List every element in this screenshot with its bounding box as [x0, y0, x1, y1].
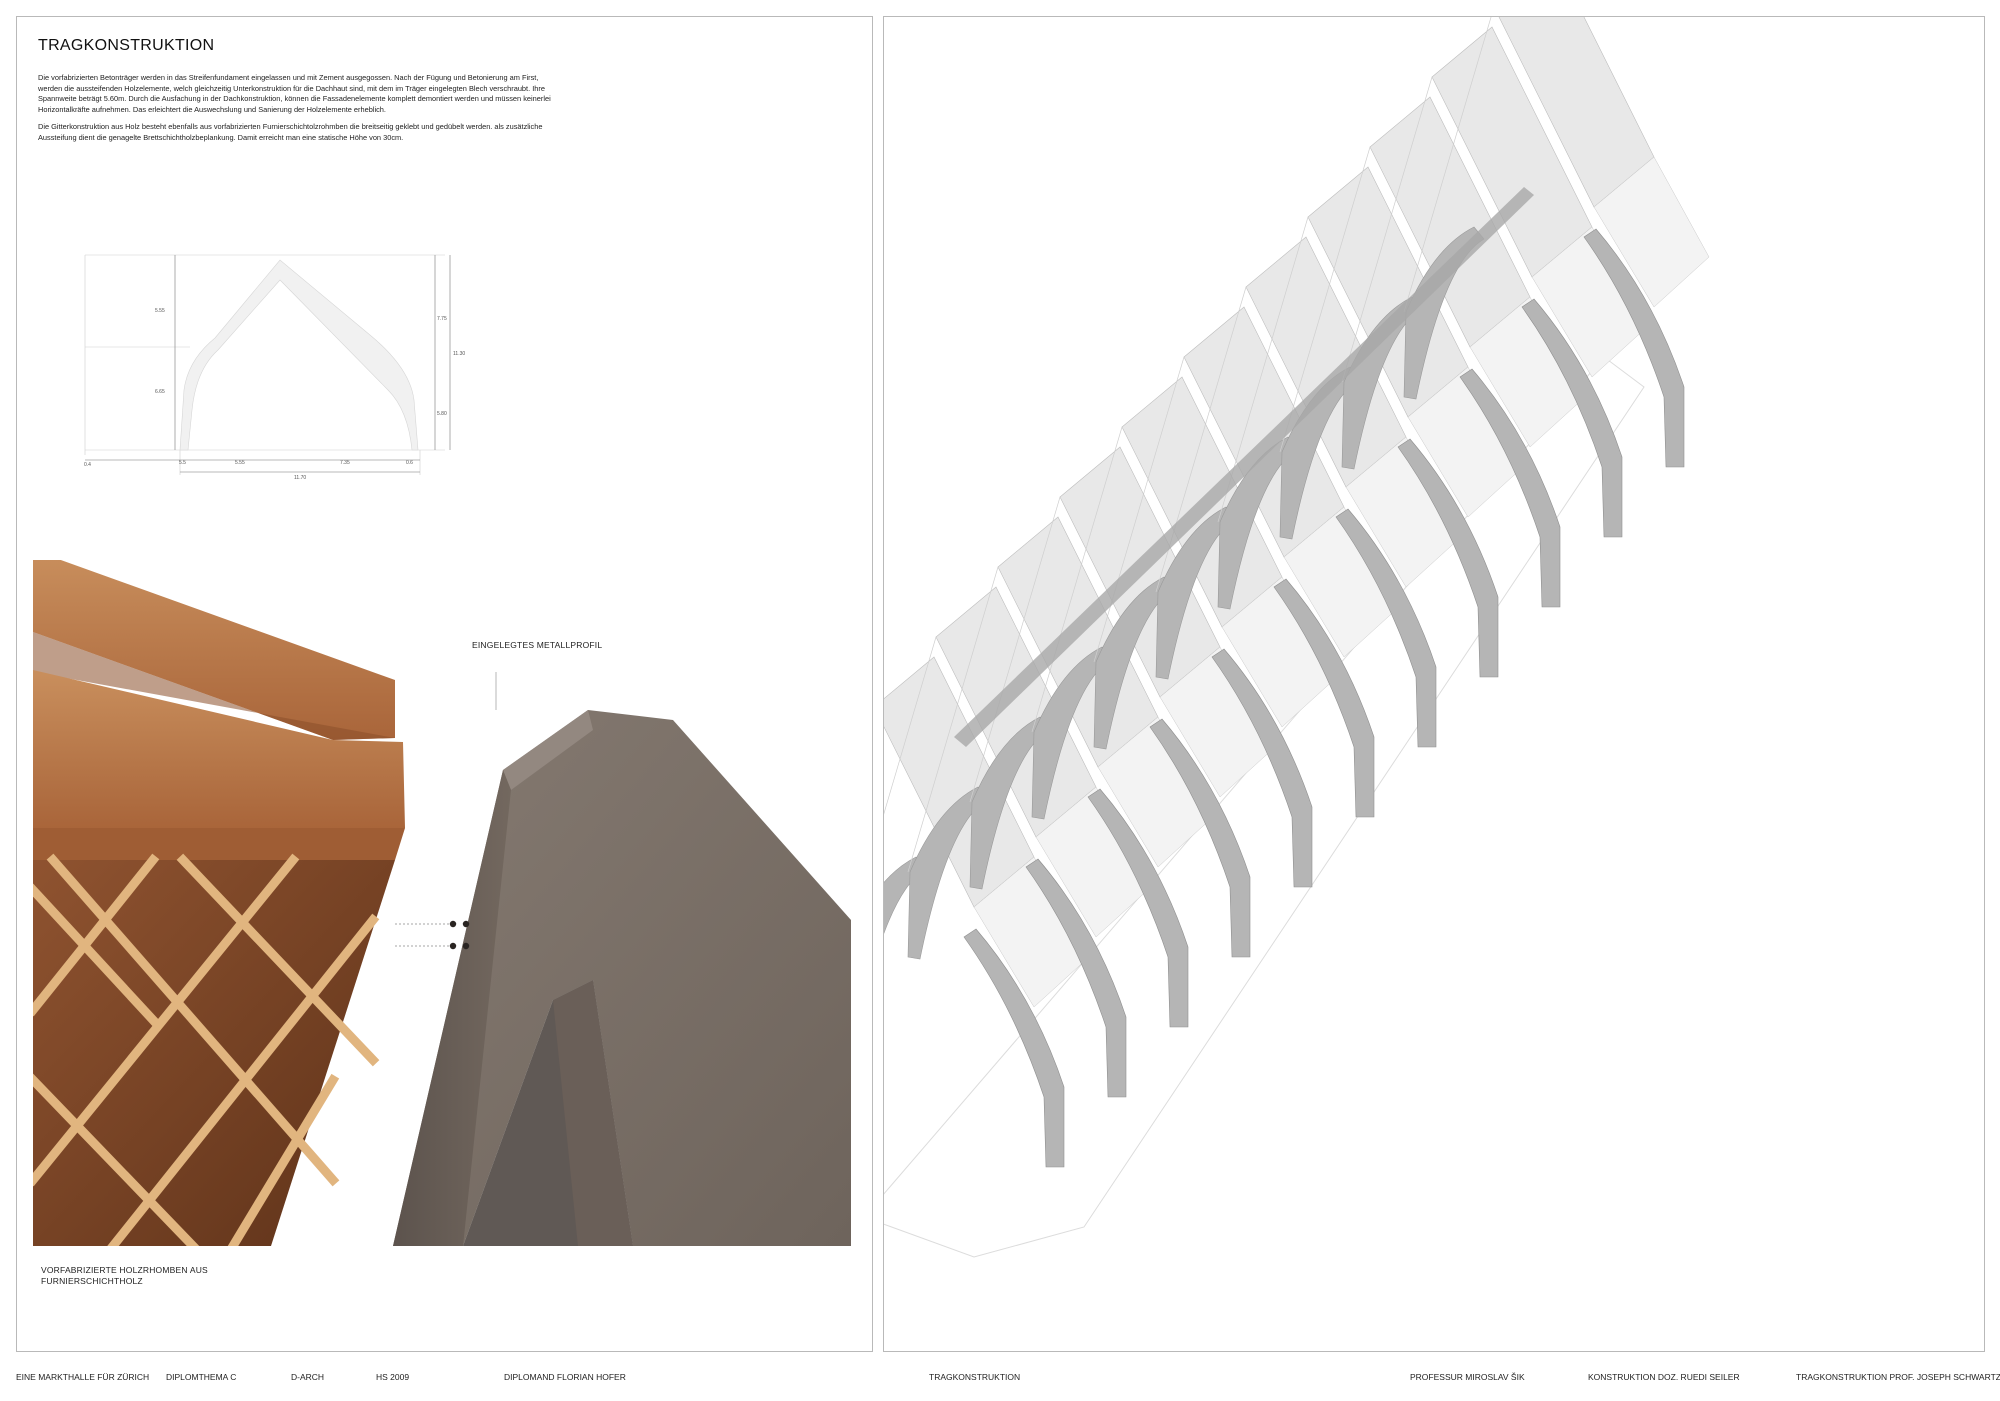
dim-right-lower: 5.80: [437, 411, 447, 417]
axonometric-frames: [884, 17, 1710, 1258]
frame-right-rib: [1397, 438, 1499, 678]
bolt-group: [449, 920, 470, 950]
frame-right-rib: [963, 928, 1065, 1168]
wood-lattice: [33, 860, 395, 1246]
callout-wood-line-2: FURNIERSCHICHTHOLZ: [41, 1276, 143, 1286]
frame-gable-line: [1341, 76, 1433, 383]
footer-thesis: DIPLOMTHEMA C: [166, 1372, 237, 1382]
frame-right-rib: [1459, 368, 1561, 608]
wood-planking-main: [33, 670, 405, 828]
description-paragraph-1: Die vorfabrizierten Betonträger werden i…: [38, 73, 551, 114]
footer-professor: PROFESSUR MIROSLAV ŠIK: [1410, 1372, 1525, 1382]
dim-bottom-d: 7.35: [340, 460, 350, 466]
footer-dept: D-ARCH: [291, 1372, 325, 1382]
frame-right-rib: [1149, 718, 1251, 958]
concrete-beam-side: [393, 770, 511, 1246]
wood-planking-top: [33, 560, 395, 740]
description-text: Die vorfabrizierten Betonträger werden i…: [38, 73, 558, 151]
dim-left-lower: 6.65: [155, 389, 165, 395]
frame-gable-line: [1403, 17, 1492, 313]
frame-right-rib: [1335, 508, 1437, 748]
dim-right-upper: 7.75: [437, 316, 447, 322]
description-paragraph-2: Die Gitterkonstruktion aus Holz besteht …: [38, 122, 543, 142]
frame-gable-line: [884, 636, 937, 815]
dim-left-upper: 5.55: [155, 308, 165, 314]
callout-wood-rhombs: VORFABRIZIERTE HOLZRHOMBEN AUS FURNIERSC…: [41, 1265, 208, 1287]
frame-gable-line: [1031, 426, 1123, 733]
frame-gable-line: [907, 566, 999, 873]
dim-bottom-e: 0.6: [406, 460, 413, 466]
axonometric-structure-drawing: [884, 17, 1710, 1258]
footer-semester: HS 2009: [376, 1372, 410, 1382]
dim-right-total: 11.30: [453, 351, 465, 357]
frame-gable-line: [969, 496, 1061, 803]
page-title: TRAGKONSTRUKTION: [38, 37, 215, 54]
cross-section-drawing: 5.55 6.65 7.75 5.80 11.30 0.4 5.5 5.55 7…: [84, 254, 465, 481]
dim-bottom-b: 5.5: [179, 460, 186, 466]
frame-right-rib: [1025, 858, 1127, 1098]
footer-student: DIPLOMAND FLORIAN HOFER: [504, 1372, 626, 1382]
frame-right-rib: [1211, 648, 1313, 888]
frame-right-rib: [1521, 298, 1623, 538]
detail-render: [33, 560, 851, 1246]
footer-construction: KONSTRUKTION DOZ. RUEDI SEILER: [1588, 1372, 1740, 1382]
callout-wood-line-1: VORFABRIZIERTE HOLZRHOMBEN AUS: [41, 1265, 208, 1275]
frame-right-rib: [1087, 788, 1189, 1028]
arch-section-shape: [179, 259, 419, 451]
footer-project: EINE MARKTHALLE FÜR ZÜRICH: [16, 1372, 150, 1382]
callout-metal-profile: EINGELEGTES METALLPROFIL: [472, 640, 603, 650]
dim-bottom-total: 11.70: [294, 475, 306, 481]
footer-sheet-title: TRAGKONSTRUKTION: [929, 1372, 1021, 1382]
frame-lattice-panel: [1593, 156, 1710, 308]
footer-structure: TRAGKONSTRUKTION PROF. JOSEPH SCHWARTZ: [1796, 1372, 2000, 1382]
concrete-beam: [393, 710, 851, 1246]
ridge-beam: [954, 187, 1534, 747]
dim-bottom-a: 0.4: [84, 462, 91, 468]
dim-bottom-c: 5.55: [235, 460, 245, 466]
frame-right-rib: [1583, 228, 1685, 468]
frame-right-rib: [1273, 578, 1375, 818]
frame-gable-line: [1093, 356, 1185, 663]
frame-gable-line: [1279, 146, 1371, 453]
